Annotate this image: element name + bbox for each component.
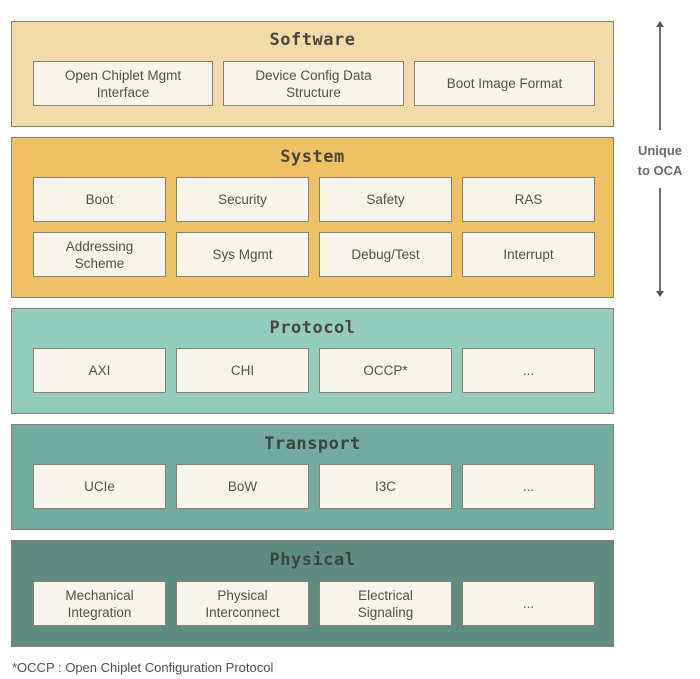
item-label: Physical Interconnect	[205, 587, 280, 620]
software-item-open-chiplet-mgmt-interface: Open Chiplet Mgmt Interface	[33, 61, 213, 106]
transport-item-ucie: UCIe	[33, 464, 166, 509]
item-label: Sys Mgmt	[212, 247, 273, 262]
item-label: I3C	[374, 479, 396, 494]
transport-item-bow: BoW	[176, 464, 309, 509]
item-label: Security	[218, 192, 267, 207]
item-label: BoW	[227, 479, 258, 494]
system-item-debug-test: Debug/Test	[319, 232, 452, 277]
system-layer-title: System	[280, 147, 345, 167]
item-label: ...	[522, 363, 535, 378]
protocol-item-occp: OCCP*	[319, 348, 452, 393]
transport-item-i3c: I3C	[319, 464, 452, 509]
transport-item-more: ...	[462, 464, 595, 509]
item-label: Safety	[366, 192, 405, 207]
system-item-ras: RAS	[462, 177, 595, 222]
item-label: Boot Image Format	[446, 76, 563, 91]
item-label: Electrical Signaling	[357, 587, 414, 620]
item-label: Device Config Data Structure	[255, 67, 372, 100]
physical-layer-title: Physical	[269, 550, 356, 570]
protocol-item-more: ...	[462, 348, 595, 393]
software-item-boot-image-format: Boot Image Format	[414, 61, 595, 106]
software-layer-title: Software	[269, 30, 356, 50]
item-label: RAS	[514, 192, 543, 207]
physical-item-physical-interconnect: Physical Interconnect	[176, 581, 309, 626]
physical-layer: Physical Mechanical Integration Physical…	[11, 540, 614, 647]
protocol-item-axi: AXI	[33, 348, 166, 393]
system-item-interrupt: Interrupt	[462, 232, 595, 277]
physical-item-mechanical-integration: Mechanical Integration	[33, 581, 166, 626]
physical-item-more: ...	[462, 581, 595, 626]
item-label: OCCP*	[363, 363, 408, 378]
protocol-layer: Protocol AXI CHI OCCP* ...	[11, 308, 614, 414]
item-label: Mechanical Integration	[65, 587, 134, 620]
item-label: CHI	[230, 363, 255, 378]
system-item-security: Security	[176, 177, 309, 222]
item-label: Interrupt	[503, 247, 554, 262]
unique-to-oca-label: Unique to OCA	[637, 143, 683, 178]
item-label: Debug/Test	[351, 247, 420, 262]
physical-item-electrical-signaling: Electrical Signaling	[319, 581, 452, 626]
system-item-sys-mgmt: Sys Mgmt	[176, 232, 309, 277]
item-label: Addressing Scheme	[65, 238, 134, 271]
transport-layer: Transport UCIe BoW I3C ...	[11, 424, 614, 530]
system-item-addressing-scheme: Addressing Scheme	[33, 232, 166, 277]
system-item-safety: Safety	[319, 177, 452, 222]
transport-layer-title: Transport	[264, 434, 361, 454]
item-label: Boot	[85, 192, 114, 207]
arrow-line-lower	[659, 188, 661, 291]
arrow-down-icon	[656, 291, 664, 297]
arrow-up-icon	[656, 21, 664, 27]
footnote: *OCCP : Open Chiplet Configuration Proto…	[12, 660, 274, 675]
system-item-boot: Boot	[33, 177, 166, 222]
item-label: ...	[522, 479, 535, 494]
software-layer: Software Open Chiplet Mgmt Interface Dev…	[11, 21, 614, 127]
software-item-device-config-data-structure: Device Config Data Structure	[223, 61, 404, 106]
item-label: ...	[522, 596, 535, 611]
item-label: Open Chiplet Mgmt Interface	[64, 67, 182, 100]
item-label: UCIe	[84, 479, 115, 494]
item-label: AXI	[88, 363, 111, 378]
system-layer: System Boot Security Safety RAS Addressi…	[11, 137, 614, 298]
protocol-layer-title: Protocol	[269, 318, 356, 338]
arrow-line-upper	[659, 26, 661, 130]
protocol-item-chi: CHI	[176, 348, 309, 393]
